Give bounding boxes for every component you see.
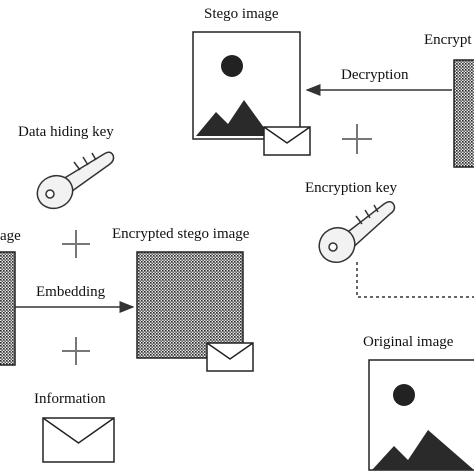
information-envelope-icon <box>42 417 115 463</box>
encrypted-stego-envelope-icon <box>206 342 254 372</box>
stego-image-label: Stego image <box>204 6 279 22</box>
data-hiding-key-label: Data hiding key <box>18 124 114 140</box>
stego-image-envelope-icon <box>263 126 311 156</box>
stego-image-picture-icon <box>192 31 301 140</box>
encrypted-stego-image-label: Encrypted stego image <box>112 226 250 242</box>
encrypted-image-box <box>453 59 474 168</box>
plus-icon-bottom <box>62 337 90 365</box>
original-image-picture-icon <box>368 359 474 471</box>
embedding-label: Embedding <box>36 284 106 300</box>
encryption-key-dashed-line <box>356 262 474 298</box>
plus-icon-top <box>342 124 372 154</box>
image-box <box>0 251 16 366</box>
decryption-label: Decryption <box>341 67 409 83</box>
encryption-key-label: Encryption key <box>305 180 398 196</box>
encrypted-stego-image-box <box>136 251 244 359</box>
image-label: age <box>0 228 21 244</box>
original-image-label: Original image <box>363 334 454 350</box>
data-hiding-key-icon <box>36 151 115 210</box>
plus-icon-middle <box>62 230 90 258</box>
encryption-key-icon <box>318 201 396 264</box>
encrypted-image-label: Encrypt <box>424 32 472 48</box>
information-label: Information <box>34 391 106 407</box>
